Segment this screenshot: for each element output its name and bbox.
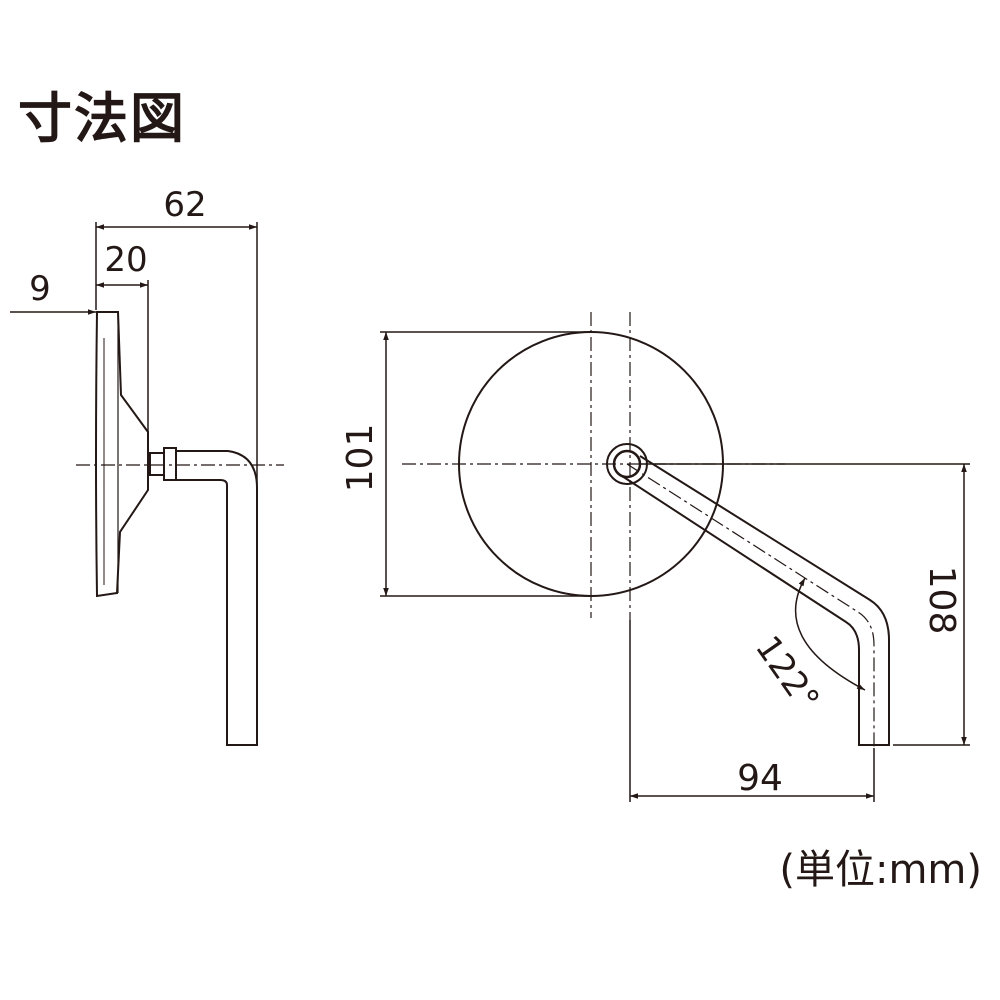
dim-label-angle: 122° xyxy=(747,629,827,719)
page-title: 寸法図 xyxy=(18,87,186,150)
stay-arm-front xyxy=(621,455,890,746)
dim-label-94: 94 xyxy=(737,758,783,799)
dim-label-62: 62 xyxy=(163,185,206,225)
joint-collar xyxy=(163,447,177,481)
side-view xyxy=(10,222,284,746)
dim-label-101: 101 xyxy=(340,424,381,493)
stay-arm xyxy=(176,450,258,746)
dim-label-9: 9 xyxy=(29,269,51,309)
mirror-profile xyxy=(95,311,149,598)
joint-nut xyxy=(149,452,165,476)
front-view xyxy=(380,312,970,802)
dim-label-108: 108 xyxy=(921,566,962,635)
stay-center-line xyxy=(626,463,875,748)
angle-arc xyxy=(795,577,866,691)
dim-label-20: 20 xyxy=(104,240,147,280)
unit-note: (単位:mm) xyxy=(779,847,982,893)
